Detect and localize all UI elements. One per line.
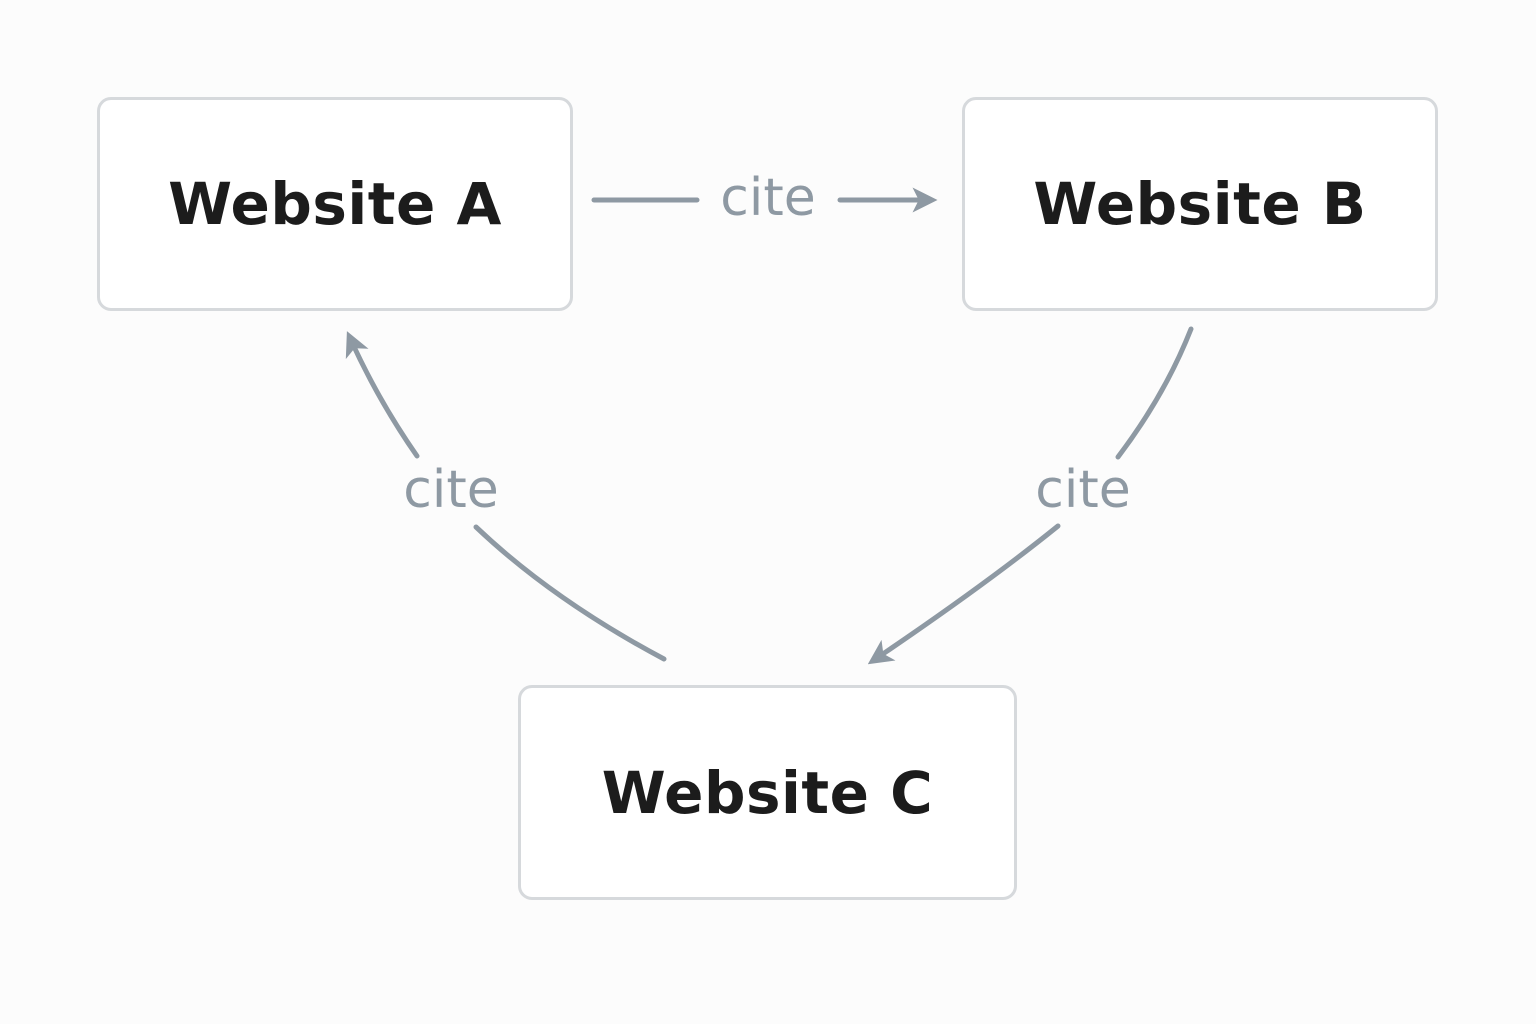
node-website-a: Website A	[97, 97, 573, 311]
edge-c-to-a-label: cite	[403, 460, 499, 520]
edge-a-to-b-label: cite	[720, 168, 816, 228]
node-website-b-label: Website B	[1033, 170, 1367, 238]
edge-c-to-a-segment-2	[345, 331, 420, 459]
edge-b-to-c-segment-1	[1115, 326, 1194, 460]
edge-b-to-c-label: cite	[1035, 460, 1131, 520]
node-website-c-label: Website C	[601, 758, 934, 827]
node-website-b: Website B	[962, 97, 1438, 311]
edge-c-to-a-segment-1	[473, 524, 667, 662]
edge-b-to-c-segment-2	[867, 523, 1061, 665]
node-website-a-label: Website A	[168, 170, 502, 238]
node-website-c: Website C	[518, 685, 1017, 900]
